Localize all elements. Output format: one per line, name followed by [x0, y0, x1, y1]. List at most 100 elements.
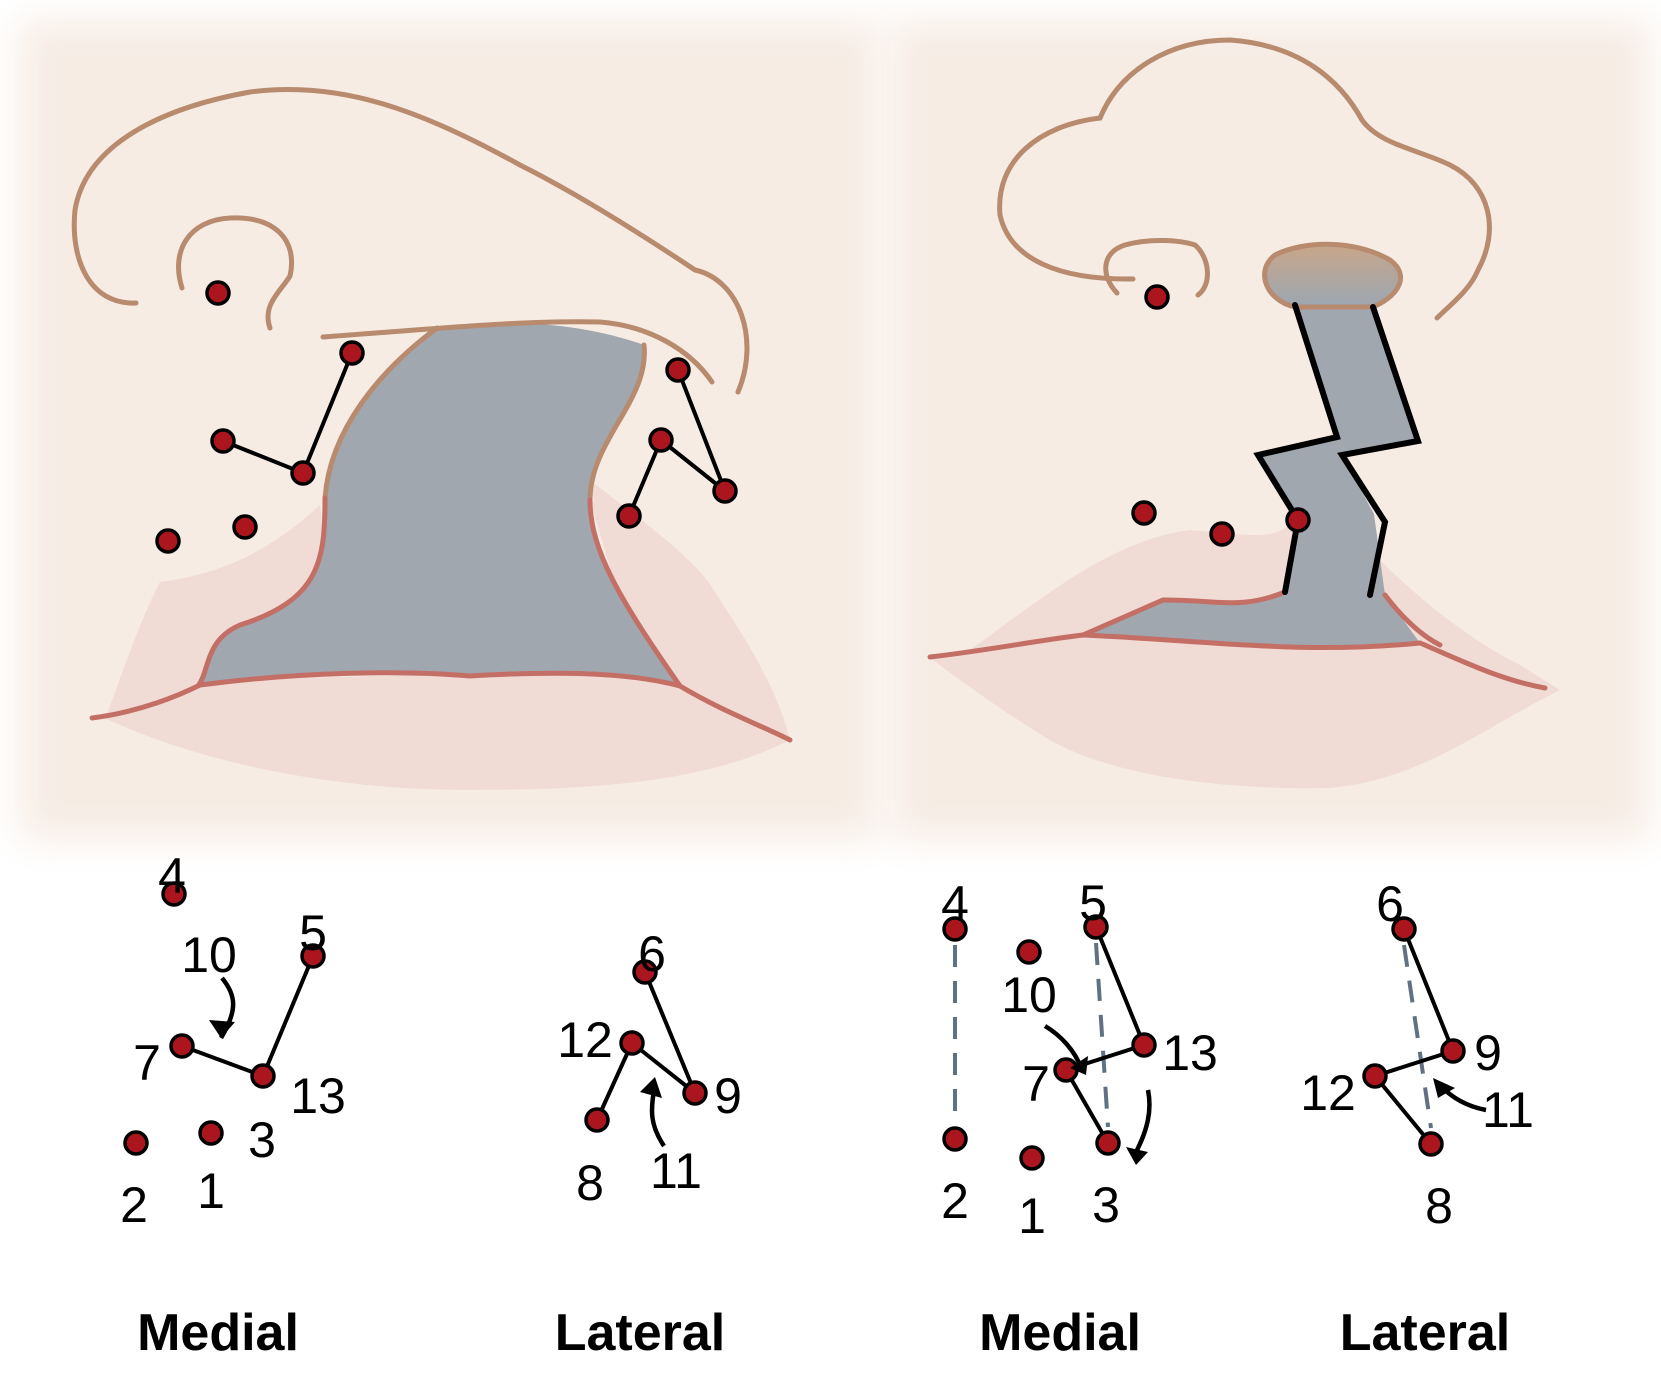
landmark-label: 7: [1022, 1056, 1050, 1112]
right-face-point-c: [1285, 507, 1311, 533]
flap-segment-line: [261, 954, 315, 1078]
schematic-caption: Medial: [137, 1304, 299, 1362]
left-face-point-g: [648, 427, 674, 453]
schematic-caption: Lateral: [1340, 1304, 1511, 1362]
landmark-point: [161, 881, 187, 907]
left-vermilion-line: [89, 670, 683, 721]
landmark-point: [632, 959, 658, 985]
flap-segment-line: [1373, 1049, 1455, 1078]
flap-segment-line: [630, 1041, 697, 1095]
rotation-label: 10: [181, 927, 237, 983]
landmark-point: [1362, 1063, 1388, 1089]
landmark-point: [1083, 914, 1109, 940]
arrowhead-icon: [209, 1020, 235, 1038]
flap-segment-line: [1094, 925, 1146, 1047]
landmark-point: [682, 1080, 708, 1106]
arrowhead-icon: [1126, 1147, 1148, 1165]
flap-segment-line: [180, 1044, 265, 1078]
flap-segment-line: [1064, 1068, 1110, 1145]
landmark-label: 8: [1425, 1178, 1453, 1234]
face-connector-line: [659, 438, 727, 493]
left-cleft-medial-edge-upper: [322, 325, 440, 501]
left-cleft-medial-edge-lower: [195, 495, 328, 689]
landmark-point: [169, 1033, 195, 1059]
landmark-point: [619, 1030, 645, 1056]
landmark-label: 12: [1300, 1065, 1356, 1121]
landmark-point: [250, 1063, 276, 1089]
landmark-label: 7: [133, 1035, 161, 1091]
landmark-label: 6: [638, 926, 666, 982]
landmark-label: 2: [941, 1173, 969, 1229]
landmark-point: [1131, 1032, 1157, 1058]
landmark-label: 5: [1079, 875, 1107, 931]
landmark-label: 12: [557, 1012, 613, 1068]
left-panel-illustration: [20, 20, 880, 840]
landmark-point: [1440, 1038, 1466, 1064]
face-connector-line: [221, 439, 305, 475]
schematic-caption: Medial: [979, 1304, 1141, 1362]
left-lateral-lip-skin: [590, 480, 790, 740]
right-cleft-repair-zone: [1083, 305, 1420, 648]
landmark-point: [1019, 1145, 1045, 1171]
right-z-plasty-incision-medial: [1253, 302, 1341, 595]
left-face-point-i: [616, 503, 642, 529]
arrowhead-icon: [640, 1077, 662, 1098]
face-connector-line: [301, 351, 354, 475]
left-upper-lip-skin: [105, 505, 330, 720]
dashed-reference-line: [1402, 944, 1433, 1129]
left-nostril: [176, 215, 294, 331]
landmark-point: [1053, 1057, 1079, 1083]
schematic-caption: Lateral: [555, 1304, 726, 1362]
rotation-label: 11: [650, 1143, 702, 1199]
arrowhead-icon: [1070, 1056, 1088, 1075]
landmark-label: 1: [1018, 1188, 1046, 1244]
left-face-point-h: [712, 478, 738, 504]
right-face-point-nostril: [1144, 284, 1170, 310]
landmark-label: 6: [1376, 876, 1404, 932]
right-lip: [930, 525, 1560, 789]
left-nose-outline: [71, 86, 750, 395]
landmark-label: 13: [290, 1068, 346, 1124]
curved-arrow-icon: [1132, 1089, 1152, 1158]
rotation-label: 10: [1001, 967, 1057, 1023]
right-nose-outline: [997, 37, 1492, 321]
landmark-point: [942, 1126, 968, 1152]
landmark-label: 5: [299, 905, 327, 961]
landmark-point: [942, 916, 968, 942]
landmark-label: 2: [120, 1177, 148, 1233]
right-face-point-b: [1209, 521, 1235, 547]
landmark-point: [1095, 1130, 1121, 1156]
flap-segment-line: [1402, 927, 1455, 1053]
landmark-point: [123, 1130, 149, 1156]
face-connector-line: [676, 368, 727, 493]
left-face-point-d: [155, 528, 181, 554]
left-face-point-b: [210, 428, 236, 454]
left-cleft-lateral-edge-upper: [587, 342, 647, 503]
face-connector-line: [627, 438, 663, 518]
rotation-label: 11: [1482, 1082, 1534, 1138]
flap-segment-line: [643, 970, 697, 1095]
left-cleft-gap: [198, 322, 680, 686]
landmark-point: [300, 943, 326, 969]
landmark-label: 8: [576, 1155, 604, 1211]
landmark-label: 4: [941, 876, 969, 932]
right-repair-lip-edge: [1080, 589, 1288, 638]
landmark-label: 4: [158, 848, 186, 904]
left-face-point-nostril: [205, 280, 231, 306]
right-z-plasty-incision-lateral: [1337, 304, 1422, 598]
left-cleft-lateral-edge-lower: [587, 497, 793, 743]
right-lateral-lip-edge: [1382, 592, 1443, 648]
landmark-label: 3: [1092, 1177, 1120, 1233]
right-panel-illustration: [890, 20, 1650, 840]
landmark-point: [1418, 1131, 1444, 1157]
landmark-label: 1: [197, 1163, 225, 1219]
landmark-label: 3: [248, 1112, 276, 1168]
landmark-point: [584, 1107, 610, 1133]
left-nostril-sill: [320, 319, 715, 385]
